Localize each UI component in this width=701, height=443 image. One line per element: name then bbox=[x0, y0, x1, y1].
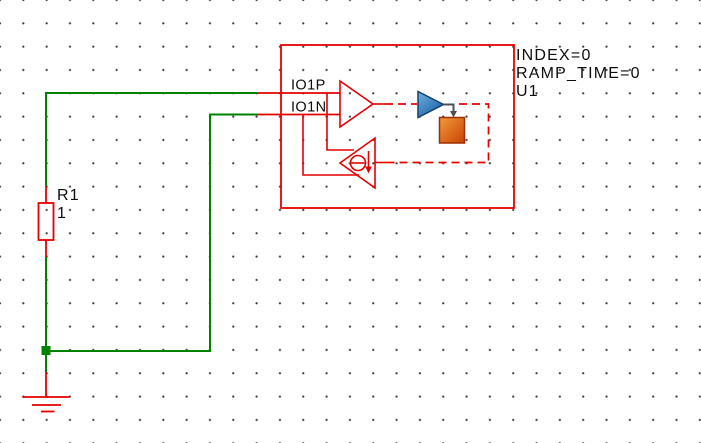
u1-current-arrow-head bbox=[365, 166, 372, 174]
u1-outline-box[interactable] bbox=[280, 44, 515, 209]
r1-refdes-label[interactable]: R1 bbox=[57, 187, 80, 204]
u1-gain-block-icon bbox=[417, 90, 446, 119]
u1-current-source-circle bbox=[349, 154, 367, 172]
u1-pin-label-io1p: IO1P bbox=[291, 78, 326, 94]
u1-amp-triangle bbox=[339, 79, 375, 129]
wire-net-io1n[interactable] bbox=[41, 113, 258, 373]
r1-body[interactable] bbox=[37, 202, 55, 241]
ground-symbol[interactable] bbox=[22, 372, 70, 413]
r1-value-label[interactable]: 1 bbox=[57, 205, 67, 222]
wire-net-io1p[interactable] bbox=[45, 92, 258, 186]
wire-segment[interactable] bbox=[45, 92, 258, 186]
u1-property-index[interactable]: INDEX=0 bbox=[516, 47, 592, 64]
u1-connector-line bbox=[443, 103, 455, 112]
u1-branch-from-io1p bbox=[326, 93, 354, 151]
component-u1[interactable]: IO1P IO1N bbox=[257, 44, 515, 209]
u1-property-labels[interactable]: INDEX=0 RAMP_TIME=0 U1 bbox=[516, 47, 641, 100]
wire-segment[interactable] bbox=[46, 113, 258, 352]
u1-sample-block-icon bbox=[438, 116, 466, 144]
u1-pin-label-io1n: IO1N bbox=[291, 100, 326, 116]
u1-branch-from-io1n bbox=[302, 114, 359, 176]
u1-refdes-label[interactable]: U1 bbox=[516, 83, 539, 100]
component-r1[interactable]: R1 1 bbox=[37, 186, 80, 257]
wire-junction-dot bbox=[41, 346, 51, 355]
u1-property-ramp-time[interactable]: RAMP_TIME=0 bbox=[516, 65, 641, 82]
u1-dashed-loop bbox=[390, 103, 490, 164]
u1-connector-arrow-head bbox=[450, 111, 457, 118]
